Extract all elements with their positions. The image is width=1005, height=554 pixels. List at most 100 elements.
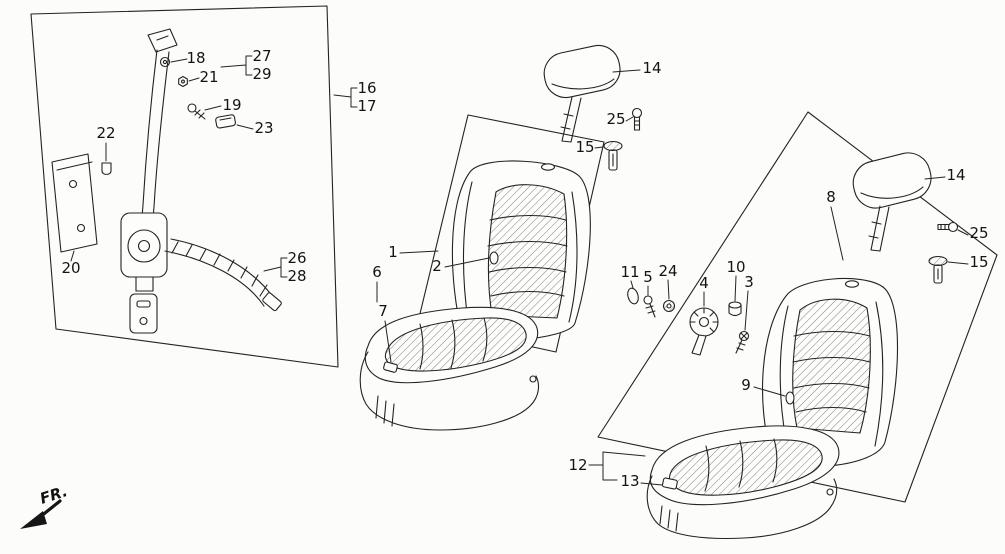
headrest-posts [561, 96, 582, 143]
anchor-plate-20-contour [56, 161, 93, 171]
shoulder-belt [139, 49, 170, 238]
right-cushion [646, 425, 840, 540]
seatback-side-seams [462, 181, 578, 323]
callout-part-16: 16 [357, 79, 376, 97]
callout-part-21: 21 [199, 68, 218, 86]
bolt-shaft [937, 223, 950, 231]
leader-lines [70, 55, 969, 486]
seatback-center-panel [487, 184, 568, 319]
callout-part-24: 24 [658, 262, 677, 280]
retractor-bracket [135, 276, 154, 292]
lumbar-grommet-9 [785, 391, 795, 405]
callout-part-14: 14 [642, 59, 661, 77]
cushion-skirt-shading [659, 505, 679, 532]
seatback-ribs [487, 215, 568, 297]
callout-part-5: 5 [643, 268, 653, 286]
callout-part-1: 1 [388, 243, 398, 261]
buckle-slot [136, 300, 151, 308]
cushion-bolt [826, 488, 834, 496]
callout-part-8: 8 [826, 188, 836, 206]
cushion-seams [704, 438, 778, 492]
artwork-layer [30, 5, 998, 540]
guide-collar [928, 255, 948, 267]
headrest-right [852, 152, 932, 252]
nut-21 [178, 75, 188, 88]
recliner-knob-hub [698, 316, 710, 328]
seatbelt-assembly [51, 28, 282, 334]
bolt-head [947, 221, 959, 233]
cushion-skirt [359, 351, 540, 431]
callout-part-3: 3 [744, 273, 754, 291]
fr-indicator: FR. [20, 482, 70, 529]
headrest-pad [852, 152, 932, 209]
center-panel-border [417, 114, 605, 353]
guide-collar [603, 140, 623, 152]
right-panel-border [597, 111, 998, 503]
snap-ring-11 [627, 287, 639, 305]
callout-part-28: 28 [287, 267, 306, 285]
seatback-center-panel [792, 298, 871, 434]
cap-10 [728, 301, 742, 309]
belt-strap-7 [383, 361, 398, 373]
callout-part-29: 29 [252, 65, 271, 83]
headrest-posts [870, 205, 890, 252]
callout-part-27: 27 [252, 47, 271, 65]
right-seatback [762, 277, 898, 468]
callout-part-15: 15 [575, 138, 594, 156]
shoulder-anchor-slot [156, 35, 169, 41]
fr-label: FR. [38, 482, 70, 508]
recliner-lever [691, 334, 707, 356]
cushion-skirt [646, 475, 838, 540]
clip-22 [101, 162, 112, 175]
cushion-bolt [529, 375, 537, 383]
callout-part-22: 22 [96, 124, 115, 142]
callout-part-17: 17 [357, 97, 376, 115]
bolt-shaft [633, 116, 641, 131]
part-25-right [937, 221, 959, 233]
cap-10-body [728, 304, 742, 317]
sensor-23-detail [219, 117, 232, 121]
screw-3-shaft [735, 339, 746, 354]
callout-part-11: 11 [620, 263, 639, 281]
retractor-body [120, 212, 168, 278]
headrest-guide-hole [844, 280, 860, 288]
part-15-right [928, 255, 948, 284]
latch-plate-28 [262, 292, 282, 312]
retractor-spool-hub [137, 239, 151, 253]
callout-part-18: 18 [186, 49, 205, 67]
callout-part-12: 12 [568, 456, 587, 474]
sensor-23 [215, 114, 236, 129]
cushion-seams [419, 317, 488, 370]
buckle-button [139, 316, 148, 326]
seatback-side-seams [779, 301, 884, 447]
belt-strap-13 [661, 477, 678, 490]
screw-3-cross [740, 332, 748, 340]
buckle-26 [129, 293, 158, 334]
bolt-head [631, 107, 643, 119]
callout-part-14: 14 [946, 166, 965, 184]
part-25-left [631, 107, 643, 131]
nut-21-hole [181, 79, 185, 84]
callout-part-9: 9 [741, 376, 751, 394]
center-seatback [451, 160, 591, 341]
headrest-pad [543, 44, 621, 99]
washer-24-hole [666, 303, 672, 309]
callout-part-4: 4 [699, 274, 709, 292]
recliner-knob-teeth [689, 307, 719, 333]
headrest-guide-hole [540, 163, 556, 171]
headrest-post-notches [868, 221, 882, 239]
anchor-plate-20 [51, 153, 98, 253]
retractor-spool [127, 229, 161, 263]
seatback-ribs [792, 331, 871, 413]
bolt-5-head [643, 295, 653, 305]
callout-part-25: 25 [606, 110, 625, 128]
cushion-skirt-shading [375, 395, 395, 427]
part-15-left [603, 140, 623, 171]
anchor-plate-hole [68, 179, 78, 189]
lap-belt [164, 238, 274, 307]
grommet-18-hole [162, 59, 168, 65]
lap-belt-weave [171, 241, 268, 297]
bolt-5-shaft [645, 303, 656, 318]
